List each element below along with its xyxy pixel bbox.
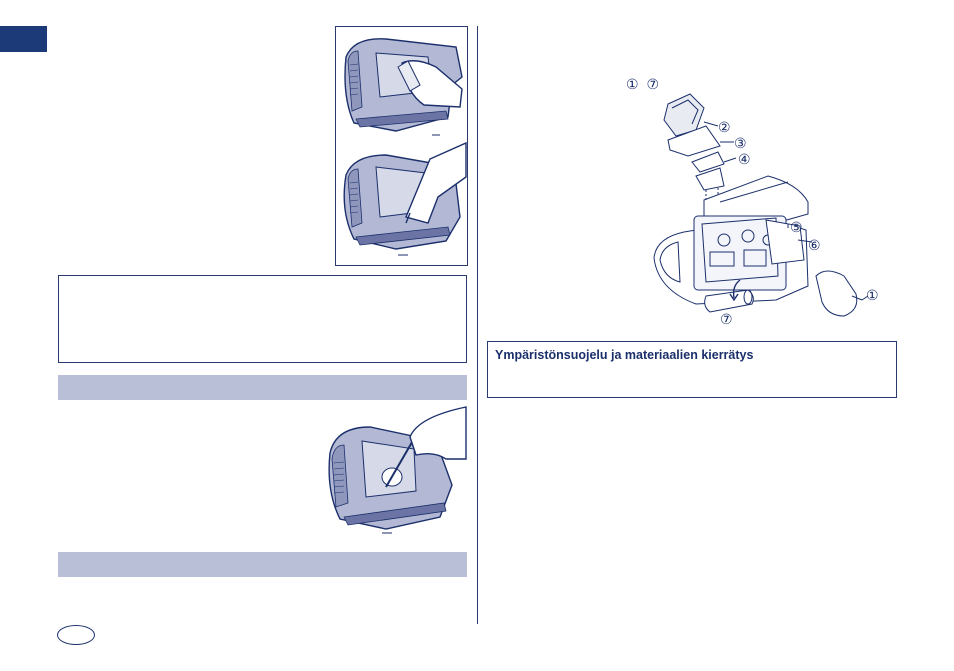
section-heading-band [58, 552, 467, 577]
shaver-bottom-illustration [343, 141, 467, 256]
shaver-top-illustration [344, 38, 463, 136]
callout-7: ⑦ [720, 311, 733, 327]
note-box [58, 275, 467, 363]
callout-5: ⑤ [790, 219, 803, 235]
battery-removal-illustration: ② ③ ④ ⑤ ⑥ ① ⑦ [653, 93, 879, 327]
brush-cleaning-figure [326, 405, 468, 540]
environment-box: Ympäristönsuojelu ja materiaalien kierrä… [487, 341, 897, 398]
disassembly-figure: ② ③ ④ ⑤ ⑥ ① ⑦ [648, 90, 888, 328]
callout-4: ④ [738, 151, 751, 167]
step-references: ① ⑦ [626, 76, 661, 92]
language-tab [0, 26, 47, 52]
callout-3: ③ [734, 135, 747, 151]
environment-title: Ympäristönsuojelu ja materiaalien kierrä… [495, 348, 754, 362]
page-number-badge [57, 625, 95, 645]
callout-1: ① [866, 287, 879, 303]
cleaning-illustration [343, 38, 467, 256]
column-divider [477, 26, 478, 624]
callout-2: ② [718, 119, 731, 135]
callout-6: ⑥ [808, 237, 821, 253]
brush-illustration [328, 406, 467, 534]
section-heading-band [58, 375, 467, 400]
cleaning-figure [335, 26, 468, 266]
